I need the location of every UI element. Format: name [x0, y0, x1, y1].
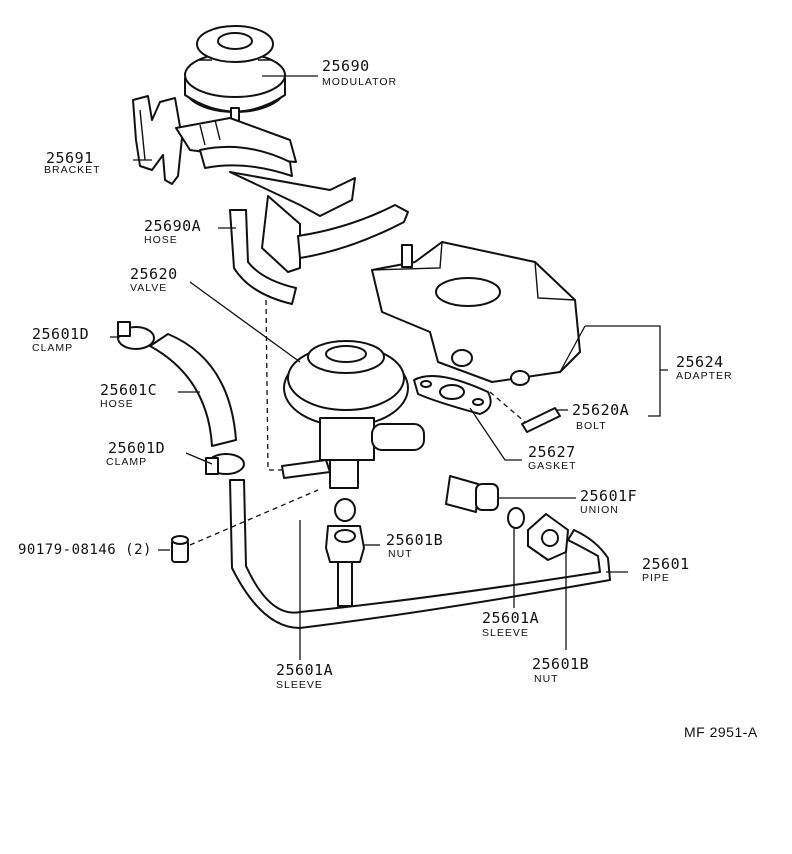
- nut-left-name: NUT: [388, 548, 413, 560]
- clamp-lower-drawing: [205, 453, 245, 475]
- clamp-lower-name: CLAMP: [106, 456, 148, 468]
- nut-left-number: 25601B: [386, 531, 444, 549]
- pipe-drawing: [229, 479, 611, 629]
- clamp-lower-number: 25601D: [108, 439, 166, 457]
- sleeve-left-name: SLEEVE: [276, 679, 323, 691]
- sleeve-right-drawing: [507, 507, 525, 529]
- nut-right-name: NUT: [534, 673, 559, 685]
- sleeve-right-number: 25601A: [482, 609, 540, 627]
- bracket-drawing: [132, 95, 409, 273]
- pipe-number: 25601: [642, 555, 690, 573]
- nut-right-drawing: [527, 513, 569, 561]
- plug-number: 90179-08146 (2): [18, 542, 152, 558]
- hose-upper-name: HOSE: [144, 234, 178, 246]
- bolt-name: BOLT: [576, 420, 607, 432]
- bolt-number: 25620A: [572, 401, 630, 419]
- hose-lower-number: 25601C: [100, 381, 158, 399]
- bolt-drawing: [521, 407, 561, 433]
- sleeve-right-name: SLEEVE: [482, 627, 529, 639]
- sleeve-left-number: 25601A: [276, 661, 334, 679]
- hose-lower-name: HOSE: [100, 398, 134, 410]
- hose-lower-drawing: [149, 333, 237, 447]
- assembly-line-bolt: [489, 391, 526, 423]
- valve-drawing: [281, 340, 425, 489]
- adapter-number: 25624: [676, 353, 724, 371]
- modulator-name: MODULATOR: [322, 76, 398, 88]
- clamp-upper-number: 25601D: [32, 325, 90, 343]
- gasket-number: 25627: [528, 443, 576, 461]
- leader-lines: [110, 75, 668, 660]
- union-drawing: [445, 475, 499, 513]
- assembly-line-hose: [265, 299, 285, 471]
- hose-upper-number: 25690A: [144, 217, 202, 235]
- plug-drawing: [171, 535, 189, 563]
- valve-number: 25620: [130, 265, 178, 283]
- union-name: UNION: [580, 504, 619, 516]
- figure-code: MF 2951-A: [684, 724, 758, 740]
- pipe-riser-drawing: [337, 561, 353, 607]
- sleeve-left-drawing: [334, 498, 356, 522]
- pipe-name: PIPE: [642, 572, 670, 584]
- nut-right-number: 25601B: [532, 655, 590, 673]
- clamp-upper-drawing: [117, 321, 155, 350]
- bracket-name: BRACKET: [44, 164, 101, 176]
- nut-left-drawing: [325, 525, 365, 563]
- adapter-drawing: [371, 241, 581, 386]
- gasket-drawing: [413, 375, 492, 415]
- adapter-name: ADAPTER: [676, 370, 733, 382]
- bracket-number: 25691: [46, 149, 94, 167]
- valve-name: VALVE: [130, 282, 168, 294]
- modulator-drawing: [184, 25, 286, 131]
- assembly-line-plug: [189, 489, 319, 546]
- union-number: 25601F: [580, 487, 638, 505]
- gasket-name: GASKET: [528, 460, 577, 472]
- clamp-upper-name: CLAMP: [32, 342, 74, 354]
- modulator-number: 25690: [322, 57, 370, 75]
- hose-upper-drawing: [229, 209, 297, 305]
